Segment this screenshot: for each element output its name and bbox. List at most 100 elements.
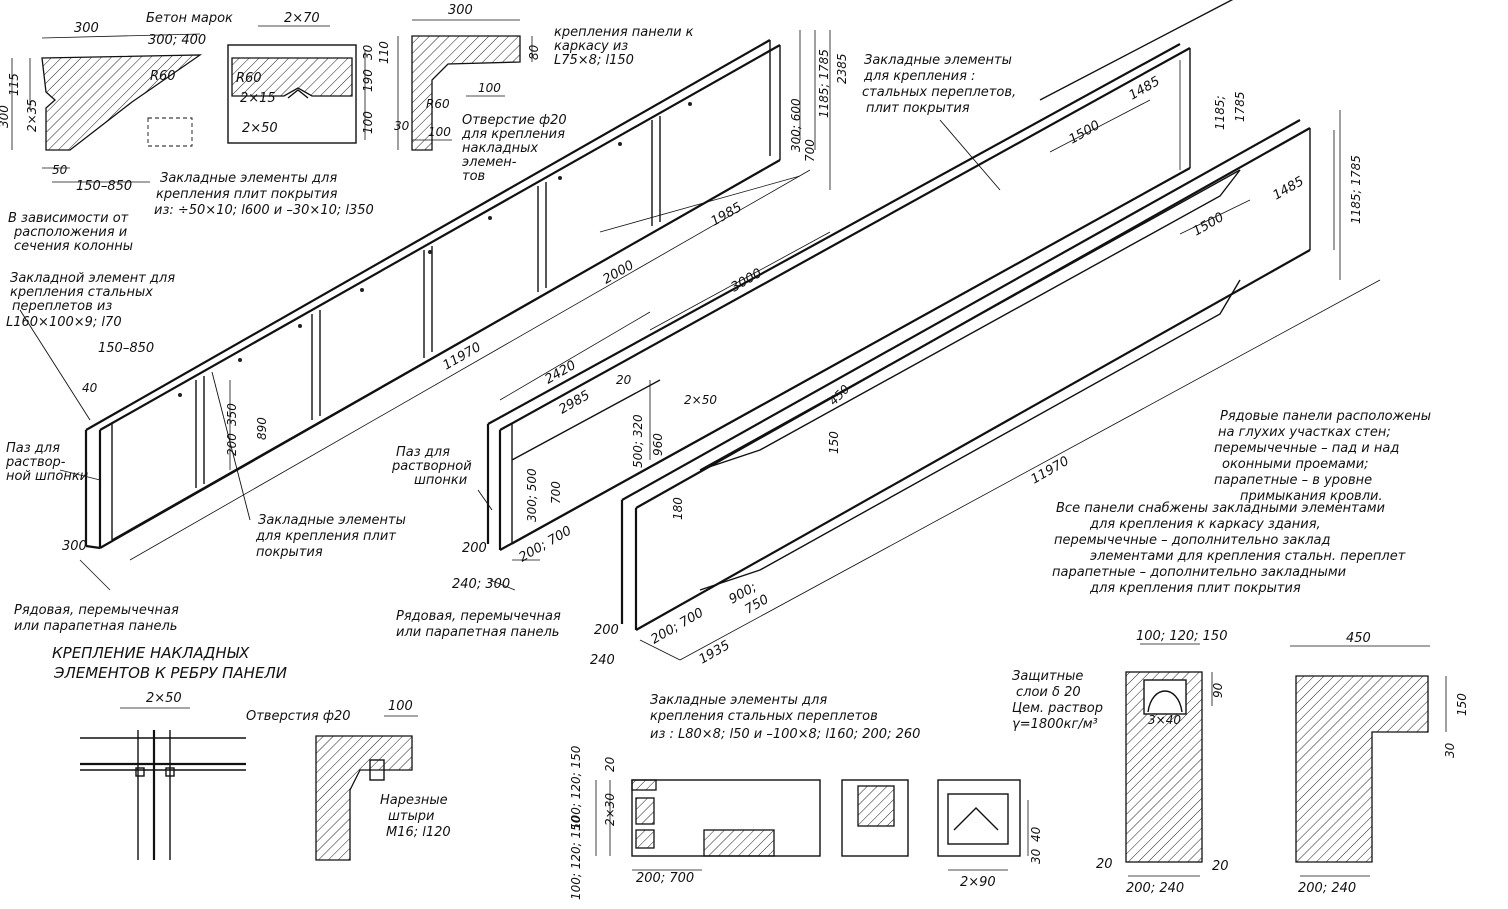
br-dim-200-240b: 200; 240	[1298, 881, 1356, 896]
p3-dim-1185: 1185;	[1213, 95, 1227, 130]
p2-dim-300-500: 300; 500	[525, 468, 539, 522]
note-8: для крепления к каркасу здания,	[1089, 517, 1321, 532]
hole-line-1: Отверстие ф20	[462, 113, 567, 128]
p3-dim-1500b: 1500	[1191, 210, 1227, 240]
p3-dim-1485b: 1485	[1271, 174, 1307, 204]
note-12: для крепления плит покрытия	[1089, 581, 1301, 596]
bl-dim-2x50: 2×50	[146, 691, 182, 706]
p2-dim-2985: 2985	[557, 388, 593, 418]
p1-dim-11970: 11970	[441, 340, 484, 374]
rib-attachment-front	[80, 707, 246, 860]
br-protect-2: слои δ 20	[1016, 685, 1081, 700]
note-11: парапетные – дополнительно закладными	[1052, 565, 1346, 580]
dim-80: 80	[527, 44, 541, 60]
p1-embed2-line-2: для крепления плит	[255, 529, 396, 544]
p1-groove-3: ной шпонки	[6, 469, 88, 484]
p3-dim-240: 240	[590, 653, 615, 668]
note-1: Рядовые панели расположены	[1220, 409, 1431, 424]
radius-label-2: R60	[236, 71, 262, 86]
p1-dim-40: 40	[82, 381, 98, 395]
bl-studs-1: Нарезные	[380, 793, 448, 808]
bl-title-2: ЭЛЕМЕНТОВ К РЕБРУ ПАНЕЛИ	[53, 664, 287, 682]
p3-dim-1500a: 1500	[1067, 118, 1103, 148]
p1-caption-1: Рядовая, перемычечная	[14, 603, 179, 618]
br-dim-200-240a: 200; 240	[1126, 881, 1184, 896]
panel-2-isometric	[477, 43, 1191, 591]
rib-attachment-side	[315, 715, 418, 861]
note-7: Все панели снабжены закладными элементам…	[1056, 501, 1385, 516]
dim-190: 190	[361, 69, 375, 92]
note-4: оконными проемами;	[1222, 457, 1369, 472]
bm-dim-2x30: 2×30	[603, 793, 617, 826]
p3-dim-1185-1785: 1185; 1785	[1349, 155, 1363, 224]
bm-dim-40: 40	[1029, 826, 1043, 842]
section-end-rib	[397, 19, 533, 151]
dim-30: 30	[361, 44, 375, 60]
p1-embed2-line-3: покрытия	[256, 545, 323, 560]
note-5: парапетные – в уровне	[1214, 473, 1372, 488]
br-dim-20a: 20	[1096, 857, 1113, 872]
radius-label-3: R60	[426, 97, 450, 111]
br-dim-20b: 20	[1212, 859, 1229, 874]
p3-dim-150: 150	[827, 431, 841, 454]
p1-dim-700: 700	[803, 139, 817, 162]
note-6: примыкания кровли.	[1240, 489, 1383, 504]
hole-line-2: для крепления	[461, 127, 565, 142]
dim-2x35: 2×35	[25, 99, 39, 132]
p1-dim-2000: 2000	[601, 258, 637, 288]
hidden-embed	[147, 117, 193, 147]
br-protect-4: γ=1800кг/м³	[1012, 717, 1098, 732]
dim-2x50: 2×50	[242, 121, 278, 136]
dim-300b: 300	[448, 3, 473, 18]
p2-groove-3: шпонки	[414, 473, 467, 488]
bl-hole: Отверстия ф20	[246, 709, 351, 724]
wall-panel-section-2	[1290, 645, 1447, 877]
p2-dim-500-320: 500; 320	[631, 414, 645, 468]
attach-line-2: каркасу из	[554, 39, 628, 54]
note-9: перемычечные – дополнительно заклад	[1054, 533, 1330, 548]
p3-embed-line-3: стальных переплетов,	[862, 85, 1016, 100]
p1-dim-200: 200	[225, 433, 239, 456]
p1-dim-1985: 1985	[709, 200, 745, 230]
dim-2x70: 2×70	[284, 11, 320, 26]
dim-100a: 100	[478, 81, 501, 95]
dim-150-850: 150–850	[76, 179, 132, 194]
section-profile-2	[231, 57, 353, 97]
br-dim-90: 90	[1211, 682, 1225, 698]
dim-100: 100	[361, 111, 375, 134]
p1-dim-150-850: 150–850	[98, 341, 154, 356]
concrete-label-1: Бетон марок	[146, 11, 233, 26]
dim-300: 300	[74, 21, 99, 36]
p2-dim-3000: 3000	[729, 266, 765, 296]
bl-dim-100: 100	[388, 699, 413, 714]
section-outline	[227, 44, 357, 144]
p2-groove-2: растворной	[391, 459, 472, 474]
note-10: элементами для крепления стальн. перепле…	[1090, 549, 1406, 564]
embed-plates-line-3: из: ÷50×10; l600 и –30×10; l350	[154, 203, 374, 218]
p2-caption-1: Рядовая, перемычечная	[396, 609, 561, 624]
panel-3-isometric	[620, 0, 1381, 661]
p1-embed-line-1: Закладной элемент для	[10, 271, 175, 286]
dim-2x15: 2×15	[240, 91, 276, 106]
p3-dim-1935: 1935	[697, 638, 733, 668]
br-dim-100-120-150: 100; 120; 150	[1136, 629, 1227, 644]
panel-1-holes	[178, 102, 692, 397]
dim-50: 50	[52, 163, 68, 177]
p3-embed-line-2: для крепления :	[863, 69, 975, 84]
p2-dim-700: 700	[549, 481, 563, 504]
attach-line-3: L75×8; l150	[554, 53, 634, 68]
bm-dim-30: 30	[1029, 848, 1043, 864]
p2-caption-2: или парапетная панель	[396, 625, 559, 640]
note-2: на глухих участках стен;	[1218, 425, 1391, 440]
br-dim-30: 30	[1443, 742, 1457, 758]
bm-embed-1: Закладные элементы для	[650, 693, 827, 708]
p1-embed2-line-1: Закладные элементы	[258, 513, 406, 528]
dim-300-vertical: 300	[0, 105, 11, 128]
hole-line-5: тов	[462, 169, 485, 184]
p3-dim-450: 450	[826, 382, 852, 408]
bm-embed-2: крепления стальных переплетов	[650, 709, 878, 724]
p2-dim-20: 20	[616, 373, 632, 387]
embed-plates-line-1: Закладные элементы для	[160, 171, 337, 186]
p3-dim-200-700: 200; 700	[649, 605, 707, 647]
